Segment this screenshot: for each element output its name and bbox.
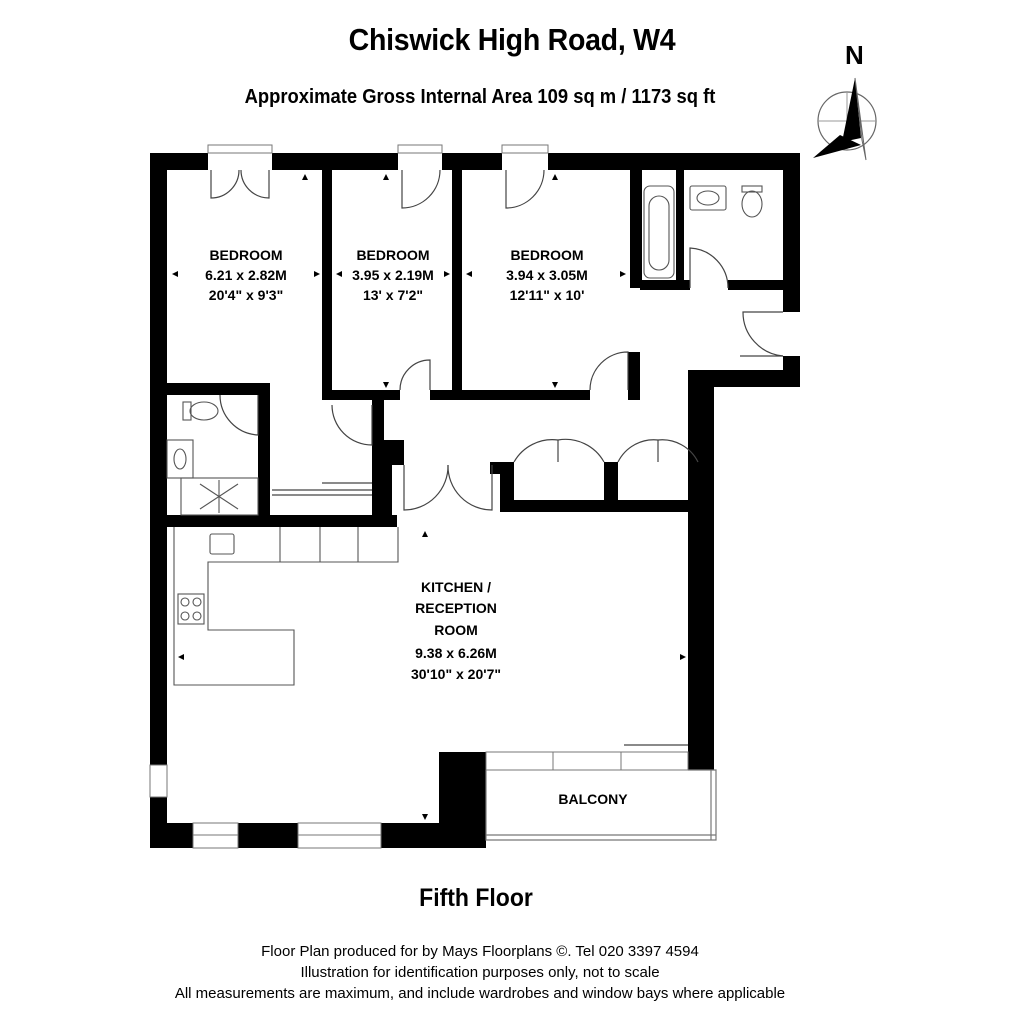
basin-fixture [689,185,727,211]
walls [150,153,800,848]
shower-fixture [180,477,259,516]
balcony-outline [485,769,717,841]
hob [177,593,205,625]
footer-measurements-line: All measurements are maximum, and includ… [174,985,786,1002]
kitchen-sink [209,533,235,555]
bedroom-3-imperial: 12'11" x 10' [510,287,585,303]
bedroom-1-name: BEDROOM [209,247,282,263]
plan-title: Chiswick High Road, W4 [348,22,676,57]
bedroom-1-metric: 6.21 x 2.82M [205,267,287,283]
compass-north-label: N [845,40,864,70]
bedroom-3-metric: 3.94 x 3.05M [506,267,588,283]
windows [149,144,689,849]
bedroom-3-name: BEDROOM [510,247,583,263]
floor-label: Fifth Floor [419,884,533,912]
bath-fixture [643,185,675,279]
footer-producer-line: Floor Plan produced for by Mays Floorpla… [261,943,699,960]
bedroom-2-name: BEDROOM [356,247,429,263]
doors [210,169,784,746]
room-bedroom-3: BEDROOM 3.94 x 3.05M 12'11" x 10' [506,247,588,303]
kitchen-metric: 9.38 x 6.26M [415,645,497,661]
balcony-name: BALCONY [558,791,628,807]
room-bedroom-2: BEDROOM 3.95 x 2.19M 13' x 7'2" [352,247,434,303]
plan-area-subtitle: Approximate Gross Internal Area 109 sq m… [244,86,716,108]
kitchen-name-line-1: KITCHEN / [421,579,491,595]
kitchen-name-line-2: RECEPTION [415,600,497,616]
compass-needle [842,78,861,142]
room-bedroom-1: BEDROOM 6.21 x 2.82M 20'4" x 9'3" [205,247,287,303]
room-kitchen-reception: KITCHEN / RECEPTION ROOM 9.38 x 6.26M 30… [411,579,501,682]
toilet-fixture [741,190,763,218]
kitchen-name-line-3: ROOM [434,622,478,638]
compass: N [813,40,877,161]
bedroom-2-metric: 3.95 x 2.19M [352,267,434,283]
footer-disclaimer-line: Illustration for identification purposes… [300,964,660,981]
bedroom-2-imperial: 13' x 7'2" [363,287,423,303]
dimension-markers [172,174,686,820]
kitchen-imperial: 30'10" x 20'7" [411,666,501,682]
room-balcony: BALCONY [558,791,628,807]
fixtures [166,185,763,686]
bedroom-1-imperial: 20'4" x 9'3" [209,287,283,303]
kitchen-counter [173,527,399,686]
